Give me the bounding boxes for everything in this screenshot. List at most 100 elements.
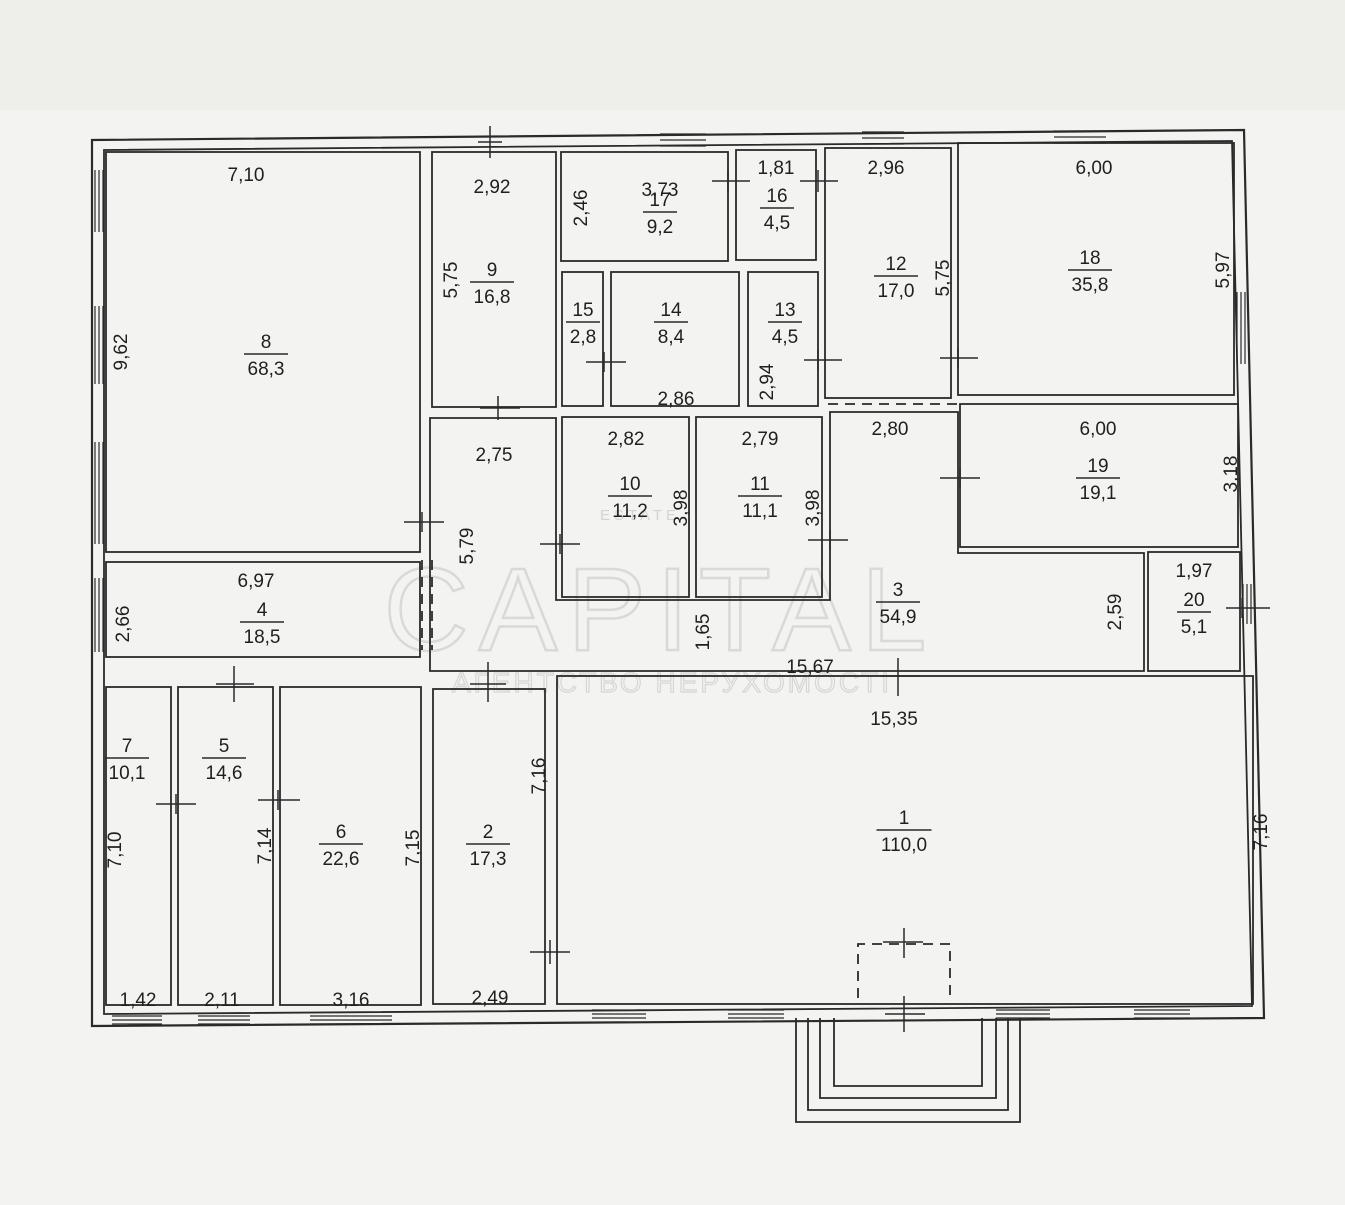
dimension-label: 3,18 — [1221, 456, 1242, 493]
room-labels: 1110,0217,3354,9418,5514,6622,6710,1868,… — [105, 186, 1211, 870]
room-number: 16 — [766, 186, 787, 207]
dimension-label: 7,10 — [105, 832, 126, 869]
room-area: 5,1 — [1181, 617, 1207, 638]
room-area: 19,1 — [1080, 483, 1117, 504]
room-number: 2 — [483, 822, 494, 843]
room-16-outline — [735, 149, 817, 261]
room-12-outline — [824, 147, 952, 399]
window-right-2 — [1242, 584, 1252, 624]
room-number: 11 — [750, 474, 770, 495]
dimension-label: 7,10 — [228, 165, 265, 186]
room-1-label: 1 110,0 — [876, 808, 932, 856]
dimension-label: 6,00 — [1080, 419, 1117, 440]
door-marker — [712, 170, 750, 192]
dimension-label: 5,75 — [933, 260, 954, 297]
door-marker — [883, 928, 923, 958]
watermark-top-text: ESTATE — [600, 507, 680, 524]
door-marker — [1226, 598, 1270, 618]
window-top-3 — [1054, 130, 1106, 144]
window-bottom-4 — [592, 1009, 646, 1019]
window-right-1 — [1236, 292, 1246, 364]
dimension-label: 2,49 — [472, 988, 509, 1009]
room-number: 1 — [899, 808, 910, 829]
room-number: 3 — [893, 580, 904, 601]
dimension-label: 2,80 — [872, 419, 909, 440]
room-area: 14,6 — [206, 763, 243, 784]
windows — [94, 130, 1252, 1025]
entrance-porch — [795, 1018, 1021, 1123]
room-3-outline — [429, 411, 1145, 672]
dimension-label: 1,42 — [120, 990, 157, 1011]
room-13-label: 134,5 — [768, 300, 802, 348]
room-20-label: 205,1 — [1177, 590, 1211, 638]
dimension-label: 15,67 — [786, 657, 834, 678]
room-4-label: 418,5 — [240, 600, 284, 648]
room-4-outline — [105, 561, 421, 658]
dimension-label: 7,16 — [1251, 814, 1272, 851]
dimension-label: 1,81 — [758, 158, 795, 179]
door-marker — [885, 996, 925, 1032]
room-number: 8 — [261, 332, 272, 353]
room-walls — [105, 142, 1254, 1006]
room-number: 5 — [219, 736, 230, 757]
room-number: 4 — [257, 600, 268, 621]
door-marker — [940, 348, 978, 368]
room-area: 2,8 — [570, 327, 596, 348]
window-left-4 — [94, 578, 104, 652]
room-15-outline — [561, 271, 604, 407]
room-area: 17,0 — [878, 281, 915, 302]
dimension-label: 5,75 — [441, 262, 462, 299]
dimension-label: 6,00 — [1076, 158, 1113, 179]
room-2-label: 217,3 — [466, 822, 510, 870]
dimension-label: 6,97 — [238, 571, 275, 592]
dimension-label: 2,79 — [742, 429, 779, 450]
dimension-label: 7,14 — [255, 827, 276, 864]
door-marker — [480, 396, 520, 420]
room-6-label: 622,6 — [319, 822, 363, 870]
room-area: 22,6 — [323, 849, 360, 870]
room-number: 10 — [619, 474, 640, 495]
room-2-outline — [432, 688, 546, 1005]
door-marker — [216, 666, 254, 702]
room-area: 54,9 — [880, 607, 917, 628]
room-area: 35,8 — [1072, 275, 1109, 296]
dimension-label: 7,15 — [403, 830, 424, 867]
dimension-label: 2,86 — [658, 389, 695, 410]
door-marker — [808, 530, 848, 550]
window-left-3 — [94, 442, 104, 544]
dimension-label: 2,82 — [608, 429, 645, 450]
room-17-outline — [560, 151, 729, 262]
room-20-outline — [1147, 551, 1241, 672]
room-16-label: 164,5 — [760, 186, 794, 234]
room-14-label: 148,4 — [654, 300, 688, 348]
window-top-2 — [862, 131, 904, 145]
dimension-label: 15,35 — [870, 709, 918, 730]
dimension-label: 2,75 — [476, 445, 513, 466]
dimension-label: 1,65 — [693, 614, 714, 651]
door-marker — [258, 790, 300, 810]
door-marker — [478, 126, 502, 158]
door-marker — [800, 170, 838, 192]
watermark-brand: CAPITAL — [383, 544, 936, 676]
window-bottom-7 — [1134, 1009, 1190, 1019]
door-marker — [156, 794, 196, 814]
room-area: 110,0 — [881, 835, 927, 856]
dimension-label: 2,92 — [474, 177, 511, 198]
door-markers — [156, 126, 1270, 1032]
door-marker — [940, 468, 980, 488]
window-bottom-6 — [996, 1009, 1050, 1019]
room-area: 17,3 — [470, 849, 507, 870]
room-area: 18,5 — [244, 627, 281, 648]
room-number: 17 — [649, 190, 670, 211]
room-5-label: 514,6 — [202, 736, 246, 784]
room-17-label: 179,2 — [643, 190, 677, 238]
door-marker — [586, 352, 626, 372]
dimension-label: 2,11 — [204, 990, 240, 1011]
room-6-outline — [279, 686, 422, 1006]
room-area: 68,3 — [248, 359, 285, 380]
